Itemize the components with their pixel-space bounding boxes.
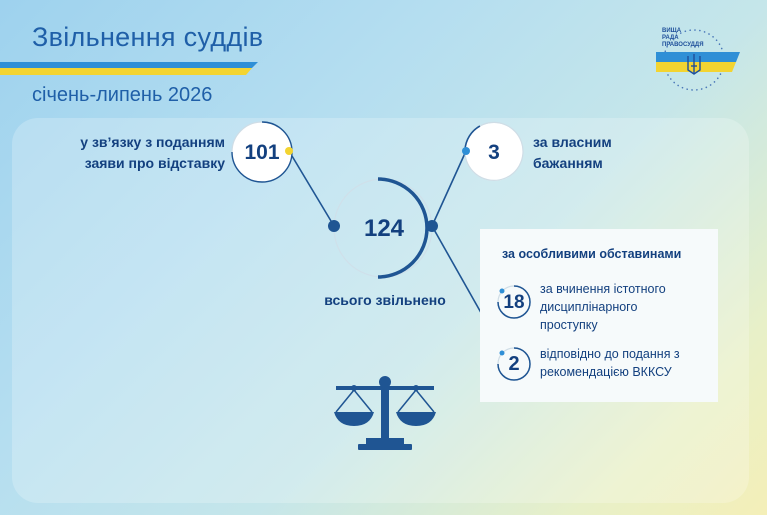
vkksu-text-line-2: рекомендацією ВККСУ [540,365,672,379]
misconduct-ring [497,285,531,319]
special-circumstances-card: за особливими обставинами 18 за вчинення… [480,229,718,402]
resignation-label: у зв’язку з поданням заяви про відставку [40,132,225,174]
total-dot-left [328,220,340,232]
vkksu-ring [497,347,531,381]
own-will-label-line-1: за власним [533,134,612,150]
own-will-label: за власним бажанням [533,132,673,174]
period-subtitle: січень-липень 2026 [32,84,213,106]
misconduct-value: 18 [503,292,525,313]
misconduct-text-line-2: дисциплінарного [540,300,638,314]
vkksu-text-line-1: відповідно до подання з [540,347,680,361]
own-will-dot [462,147,470,155]
ukraine-trident-icon [687,54,701,75]
total-label: всього звільнено [324,292,446,308]
misconduct-text-line-1: за вчинення істотного [540,282,666,296]
resignation-dot [285,147,293,155]
total-value: 124 [363,215,405,242]
resignation-circle [232,122,292,182]
resignation-label-line-1: у зв’язку з поданням [80,134,225,150]
misconduct-text-line-3: проступку [540,318,598,332]
special-card-title: за особливими обставинами [502,247,682,261]
vkksu-value: 2 [508,353,520,375]
title-flag-stripes [0,62,258,75]
misconduct-text: за вчинення істотного дисциплінарного пр… [540,280,710,334]
resignation-label-line-2: заяви про відставку [84,155,225,171]
page-title: Звільнення суддів [32,22,264,52]
own-will-circle [465,123,523,181]
hcj-logo: ВИЩА РАДА ПРАВОСУДДЯ [648,22,744,94]
logo-line-1: ВИЩА [662,28,682,34]
own-will-label-line-2: бажанням [533,155,603,171]
scales-of-justice-icon [334,376,436,450]
resignation-value: 101 [244,141,280,164]
logo-line-2: РАДА [662,35,679,41]
own-will-value: 3 [488,141,500,164]
total-dot-right [426,220,438,232]
logo-line-3: ПРАВОСУДДЯ [662,42,704,48]
vkksu-text: відповідно до подання з рекомендацією ВК… [540,345,710,381]
